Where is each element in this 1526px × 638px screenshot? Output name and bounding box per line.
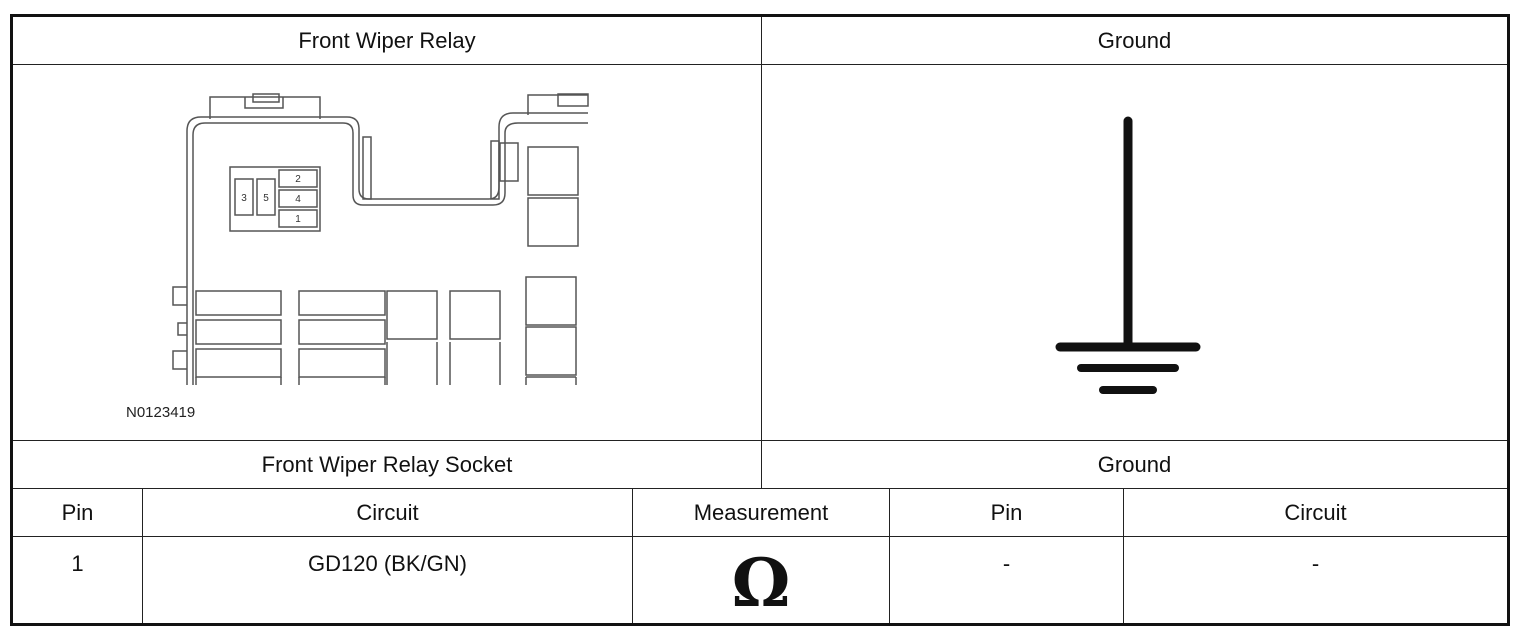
relay-pin-label: 4 [295, 194, 301, 205]
row-divider-3 [13, 488, 1507, 489]
col-divider-mid [761, 17, 762, 488]
relay-pin-label: 2 [295, 174, 301, 185]
cell-circuit: GD120 (BK/GN) [308, 551, 467, 576]
row-divider-1 [13, 64, 1507, 65]
figure-id: N0123419 [126, 404, 195, 421]
col-divider-3 [889, 488, 890, 623]
socket-title: Front Wiper Relay Socket [261, 451, 513, 477]
relay-title: Front Wiper Relay [298, 27, 476, 53]
relay-diagram: 3 5 2 4 1 N0123419 [13, 65, 761, 440]
ground-subtitle: Ground [1097, 451, 1172, 477]
ground-symbol-icon [1055, 116, 1201, 394]
fuse-box-drawing: 3 5 2 4 1 N0123419 [126, 93, 589, 421]
cell-ground-pin: - [1002, 551, 1011, 576]
col-divider-1 [142, 488, 143, 623]
relay-pin-label: 1 [295, 214, 301, 225]
col-header-ground-circuit: Circuit [1284, 499, 1347, 525]
cell-pin: 1 [71, 551, 84, 576]
col-header-measurement: Measurement [693, 499, 829, 525]
ground-symbol-area [762, 65, 1507, 440]
col-header-circuit: Circuit [356, 499, 419, 525]
relay-pin-label: 3 [241, 193, 247, 204]
col-header-ground-pin: Pin [990, 499, 1023, 525]
ground-title: Ground [1097, 27, 1172, 53]
relay-pin-label: 5 [263, 193, 269, 204]
row-divider-2 [13, 440, 1507, 441]
row-divider-4 [13, 536, 1507, 537]
ohm-icon: Ω [731, 544, 791, 622]
col-header-pin: Pin [61, 499, 94, 525]
col-divider-2 [632, 488, 633, 623]
cell-ground-circuit: - [1311, 551, 1320, 576]
col-divider-4 [1123, 488, 1124, 623]
connector-table: Front Wiper Relay Ground [10, 14, 1510, 626]
